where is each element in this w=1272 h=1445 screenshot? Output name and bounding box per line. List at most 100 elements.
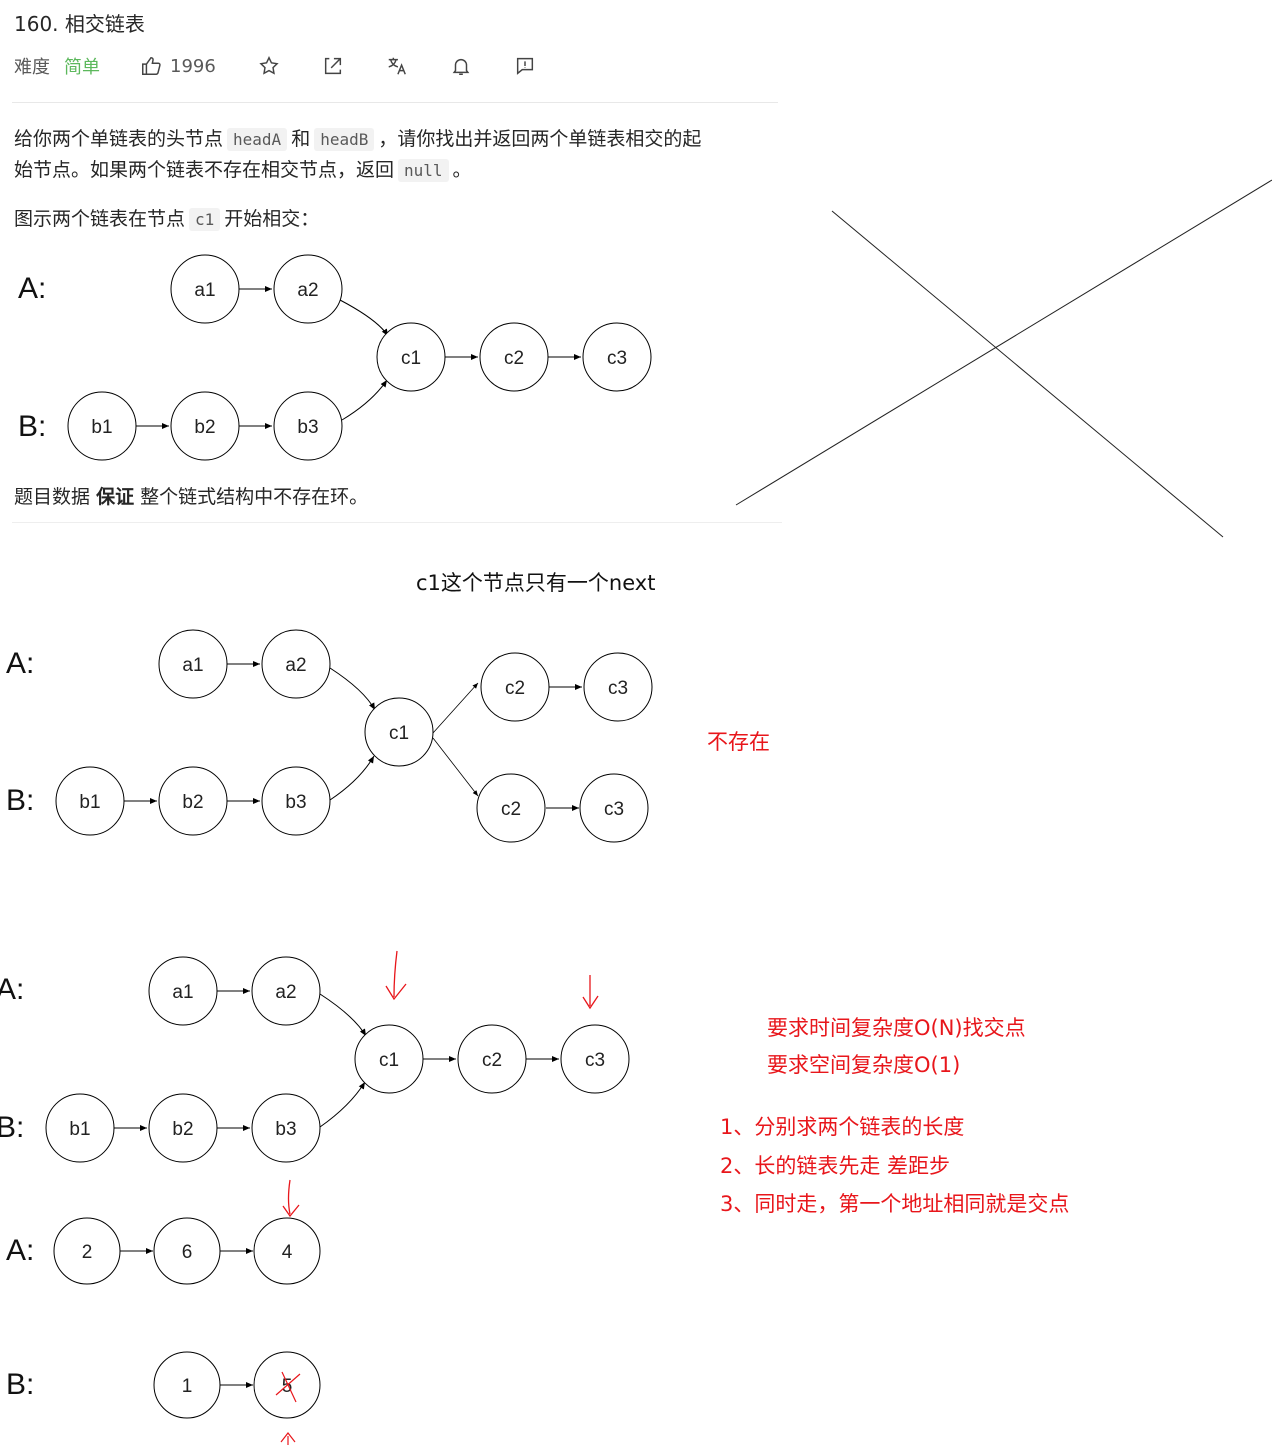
translate-icon[interactable] (386, 55, 408, 77)
text: 。 (452, 159, 472, 181)
node-b3: b3 (273, 391, 343, 461)
node-c2: c2 (479, 322, 549, 392)
svg-text:b1: b1 (91, 417, 112, 438)
svg-text:b2: b2 (172, 1119, 193, 1140)
difficulty-label: 难度 (14, 57, 50, 78)
svg-text:c2: c2 (501, 799, 521, 820)
node-2: 2 (53, 1217, 121, 1285)
node-a2: a2 (251, 956, 321, 1026)
node-c3: c3 (582, 322, 652, 392)
node-a2: a2 (273, 254, 343, 324)
svg-text:c3: c3 (608, 678, 628, 699)
list-a-label: A: (6, 647, 34, 680)
share-icon[interactable] (322, 55, 344, 77)
constraint-paragraph: 题目数据 保证 整个链式结构中不存在环。 (14, 482, 368, 512)
list-b-label: B: (0, 1111, 24, 1144)
node-b2: b2 (170, 391, 240, 461)
code-headA: headA (227, 128, 288, 151)
like-count: 1996 (170, 55, 216, 77)
node-a1: a1 (158, 629, 228, 699)
svg-text:c1: c1 (401, 348, 421, 369)
svg-text:a1: a1 (182, 655, 203, 676)
node-c3-upper: c3 (583, 652, 653, 722)
problem-title: 160. 相交链表 (14, 12, 145, 36)
node-6: 6 (153, 1217, 221, 1285)
red-pointer-arrow (385, 950, 407, 1001)
diagram-2: A: B: a1 a2 c1 c2 c3 c2 c3 b1 b2 b3 (6, 629, 653, 843)
svg-text:c2: c2 (482, 1050, 502, 1071)
node-b1: b1 (55, 766, 125, 836)
svg-text:a1: a1 (194, 280, 215, 301)
list-a-label: A: (0, 973, 24, 1006)
svg-text:c3: c3 (607, 348, 627, 369)
svg-text:b1: b1 (69, 1119, 90, 1140)
node-c3-lower: c3 (579, 773, 649, 843)
node-b2: b2 (158, 766, 228, 836)
bell-icon[interactable] (450, 55, 472, 77)
svg-text:b3: b3 (285, 792, 306, 813)
svg-text:a2: a2 (275, 982, 296, 1003)
node-c2: c2 (457, 1024, 527, 1094)
node-c1: c1 (376, 322, 446, 392)
note-time-complexity: 要求时间复杂度O(N)找交点 (767, 1016, 1026, 1040)
list-b-label: B: (6, 784, 34, 817)
svg-text:a2: a2 (285, 655, 306, 676)
text: 和 (291, 128, 311, 150)
diagram-1: A: B: a1 a2 c1 c2 c3 b1 b2 b3 (18, 254, 652, 461)
svg-text:b2: b2 (182, 792, 203, 813)
node-c1: c1 (354, 1024, 424, 1094)
node-4: 4 (253, 1217, 321, 1285)
svg-text:2: 2 (82, 1242, 93, 1263)
svg-text:c2: c2 (504, 348, 524, 369)
svg-text:c3: c3 (585, 1050, 605, 1071)
node-1: 1 (153, 1351, 221, 1419)
red-pointer-arrow (280, 1432, 296, 1445)
svg-text:c1: c1 (389, 723, 409, 744)
node-b3: b3 (261, 766, 331, 836)
feedback-icon[interactable] (514, 55, 536, 77)
list-a-label: A: (18, 272, 46, 305)
text: 开始相交： (224, 208, 320, 230)
code-c1: c1 (189, 208, 221, 231)
code-headB: headB (314, 128, 375, 151)
note-not-exist: 不存在 (707, 730, 770, 754)
svg-text:1: 1 (182, 1376, 193, 1397)
svg-text:4: 4 (282, 1242, 293, 1263)
note-single-next: c1这个节点只有一个next (416, 571, 656, 595)
text: 图示两个链表在节点 (14, 208, 186, 230)
node-b2: b2 (148, 1093, 218, 1163)
svg-text:5: 5 (282, 1376, 293, 1397)
divider (12, 522, 782, 523)
problem-meta-bar: 难度 简单 1996 (14, 52, 536, 80)
diagram-3: A: B: a1 a2 c1 c2 c3 b1 b2 b3 (0, 950, 630, 1163)
node-b1: b1 (67, 391, 137, 461)
node-a1: a1 (148, 956, 218, 1026)
svg-text:a2: a2 (297, 280, 318, 301)
diagram-4: A: B: 2 6 4 1 5 (6, 1179, 321, 1445)
text: 始节点。如果两个链表不存在相交节点，返回 (14, 159, 395, 181)
thumbs-up-icon (142, 57, 161, 75)
red-pointer-arrow (282, 1179, 300, 1218)
text: 整个链式结构中不存在环。 (140, 486, 369, 508)
node-c2-upper: c2 (480, 652, 550, 722)
node-c1: c1 (364, 697, 434, 767)
list-b-label: B: (18, 410, 46, 443)
like-button[interactable]: 1996 (140, 55, 216, 77)
svg-text:c3: c3 (604, 799, 624, 820)
star-icon[interactable] (258, 55, 280, 77)
note-step-1: 1、分别求两个链表的长度 (720, 1115, 965, 1139)
svg-text:c1: c1 (379, 1050, 399, 1071)
svg-text:6: 6 (182, 1242, 193, 1263)
note-step-2: 2、长的链表先走 差距步 (720, 1154, 951, 1178)
svg-text:b2: b2 (194, 417, 215, 438)
svg-text:b1: b1 (79, 792, 100, 813)
divider (12, 102, 778, 103)
code-null: null (398, 159, 449, 182)
node-c3: c3 (560, 1024, 630, 1094)
svg-text:c2: c2 (505, 678, 525, 699)
cross-line (831, 210, 1224, 538)
text: ，请你找出并返回两个单链表相交的起 (378, 128, 702, 150)
